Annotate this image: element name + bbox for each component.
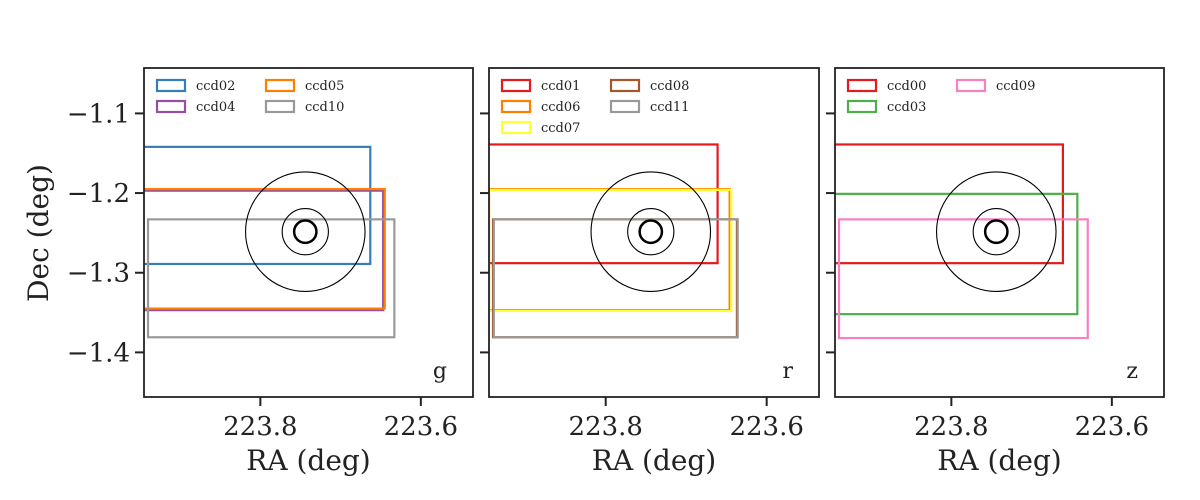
x-axis-label: RA (deg) (592, 444, 716, 477)
x-tick-label: 223.8 (223, 412, 297, 442)
target-circle-2 (281, 208, 329, 256)
legend-label-ccd06: ccd06 (541, 100, 580, 115)
footprint-ccd11 (492, 218, 739, 339)
x-axis-label: RA (deg) (246, 444, 370, 477)
target-circle-3 (244, 171, 366, 292)
legend-swatch-ccd02 (155, 78, 187, 93)
legend-label-ccd01: ccd01 (541, 79, 580, 94)
axes-frame (834, 67, 1165, 398)
band-label: z (1126, 359, 1138, 384)
legend-label-ccd07: ccd07 (541, 121, 580, 136)
target-circle-2 (627, 208, 675, 256)
x-tick-label: 223.6 (1075, 412, 1149, 442)
x-tick-label: 223.8 (568, 412, 642, 442)
footprint-ccd10 (146, 218, 396, 339)
x-tick-label: 223.8 (914, 412, 988, 442)
footprint-ccd09 (837, 218, 1089, 340)
legend-swatch-ccd08 (609, 78, 641, 93)
footprint-ccd08 (491, 218, 739, 339)
plot-area (835, 143, 1089, 340)
axes-frame (488, 67, 820, 398)
legend-label-ccd03: ccd03 (887, 100, 926, 115)
legend-label-ccd08: ccd08 (650, 79, 689, 94)
legend-label-ccd11: ccd11 (650, 100, 689, 115)
legend-label-ccd09: ccd09 (996, 79, 1035, 94)
legend: ccd00 ccd03 ccd09 (846, 78, 1035, 115)
legend-swatch-ccd01 (500, 78, 532, 93)
legend-label-ccd10: ccd10 (305, 100, 344, 115)
axes-frame (143, 67, 474, 398)
panel-z: 223.8 223.6 RA (deg) z ccd00 ccd03 ccd09 (826, 67, 1165, 477)
y-tick-label: −1.1 (67, 99, 130, 129)
x-axis-label: RA (deg) (937, 444, 1061, 477)
legend: ccd01 ccd06 ccd07 ccd08 ccd11 (500, 78, 689, 136)
legend: ccd02 ccd04 ccd05 ccd10 (155, 78, 344, 115)
legend-label-ccd00: ccd00 (887, 79, 926, 94)
target-circle-3 (935, 171, 1057, 292)
y-tick-label: −1.3 (67, 259, 130, 289)
footprint-ccd06 (489, 187, 731, 312)
panel-g: −1.1 −1.2 −1.3 −1.4 223.8 223.6 RA (deg) g ccd02… (67, 67, 474, 477)
target-circle-1 (983, 219, 1009, 245)
legend-swatch-ccd06 (500, 99, 532, 114)
footprint-ccd07 (489, 188, 733, 313)
y-tick-label: −1.2 (67, 179, 130, 209)
footprint-ccd05 (144, 187, 386, 310)
band-label: r (782, 359, 793, 384)
legend-label-ccd04: ccd04 (196, 100, 235, 115)
plot-area (489, 143, 739, 339)
legend-swatch-ccd07 (500, 120, 532, 135)
legend-swatch-ccd11 (609, 99, 641, 114)
footprint-ccd00 (835, 143, 1064, 265)
target-circle-1 (638, 219, 664, 245)
target-circle-1 (292, 219, 318, 245)
y-tick-label: −1.4 (67, 338, 130, 368)
footprint-ccd01 (489, 143, 719, 265)
x-tick-label: 223.6 (384, 412, 458, 442)
y-axis-label: Dec (deg) (22, 164, 55, 302)
legend-swatch-ccd00 (846, 78, 878, 93)
target-circle-3 (590, 171, 712, 292)
legend-label-ccd05: ccd05 (305, 79, 344, 94)
legend-swatch-ccd03 (846, 99, 878, 114)
legend-swatch-ccd05 (264, 78, 296, 93)
legend-label-ccd02: ccd02 (196, 79, 235, 94)
legend-swatch-ccd10 (264, 99, 296, 114)
target-circle-2 (972, 208, 1020, 256)
footprint-ccd04 (144, 189, 385, 312)
band-label: g (433, 359, 447, 384)
footprint-ccd03 (835, 192, 1079, 316)
legend-swatch-ccd09 (955, 78, 987, 93)
plot-area (144, 145, 396, 339)
footprint-ccd02 (144, 145, 372, 266)
legend-swatch-ccd04 (155, 99, 187, 114)
x-tick-label: 223.6 (729, 412, 803, 442)
